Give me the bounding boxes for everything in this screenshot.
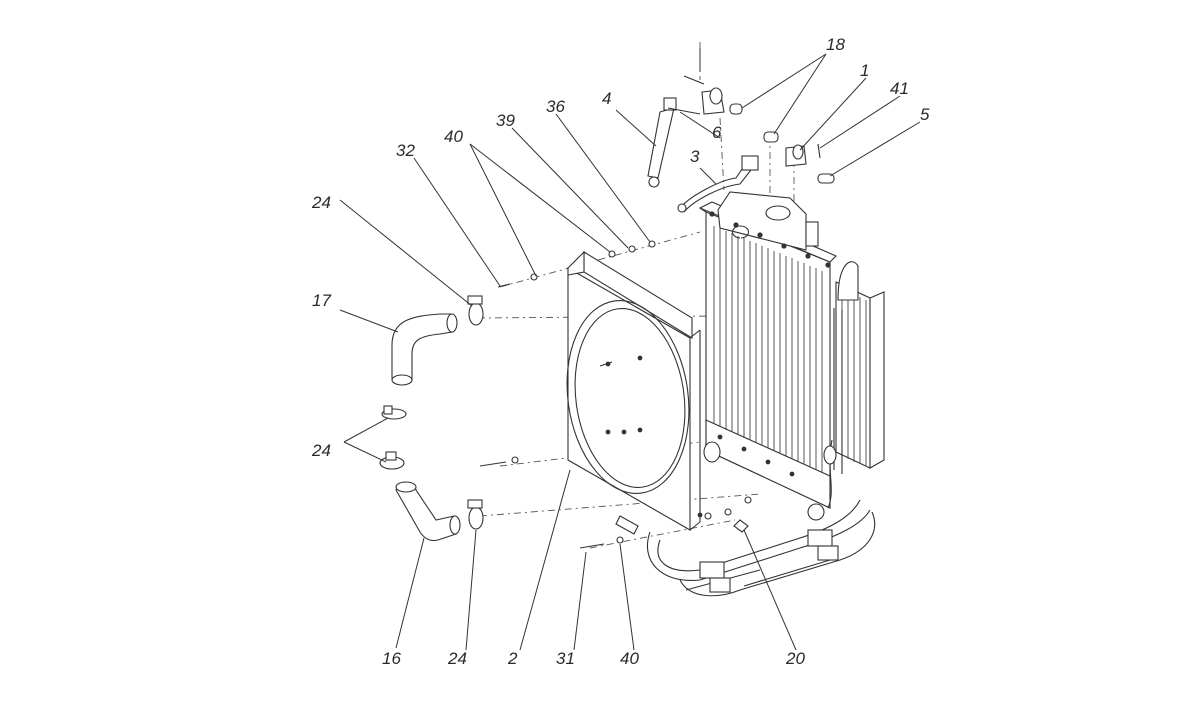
- radiator-fins: [713, 226, 823, 472]
- callout-31: 32: [396, 141, 415, 160]
- upper-brackets: [479, 48, 835, 549]
- callout-39: 39: [496, 111, 515, 130]
- callout-3: 3: [690, 147, 700, 166]
- lower-pipes: [615, 499, 876, 597]
- callout-24-bottom: 24: [447, 649, 467, 668]
- callout-20: 18: [826, 35, 845, 54]
- callout-40-top: 40: [444, 127, 463, 146]
- callout-1: 1: [860, 61, 869, 80]
- radiator-core: [698, 191, 837, 509]
- callout-36: 36: [546, 97, 565, 116]
- callout-41: 41: [890, 79, 909, 98]
- leader-lines: [339, 53, 921, 651]
- callout-18: 20: [785, 649, 805, 668]
- callout-2: 2: [507, 649, 518, 668]
- callout-24-left: 24: [311, 441, 331, 460]
- callout-6: 6: [712, 123, 722, 142]
- callout-24-top: 24: [311, 193, 331, 212]
- callout-16: 16: [382, 649, 401, 668]
- callout-32: 31: [556, 649, 575, 668]
- callout-5: 5: [920, 105, 930, 124]
- callout-4: 4: [602, 89, 611, 108]
- callout-17: 17: [312, 291, 331, 310]
- callout-labels: 18 1 41 5 4 36 39 6 40 3 32 24 17 24 16 …: [311, 35, 930, 668]
- fan-shroud: [566, 250, 703, 531]
- hoses-and-clamps: [379, 295, 484, 542]
- oil-cooler: [823, 261, 885, 509]
- callout-40-bottom: 40: [620, 649, 639, 668]
